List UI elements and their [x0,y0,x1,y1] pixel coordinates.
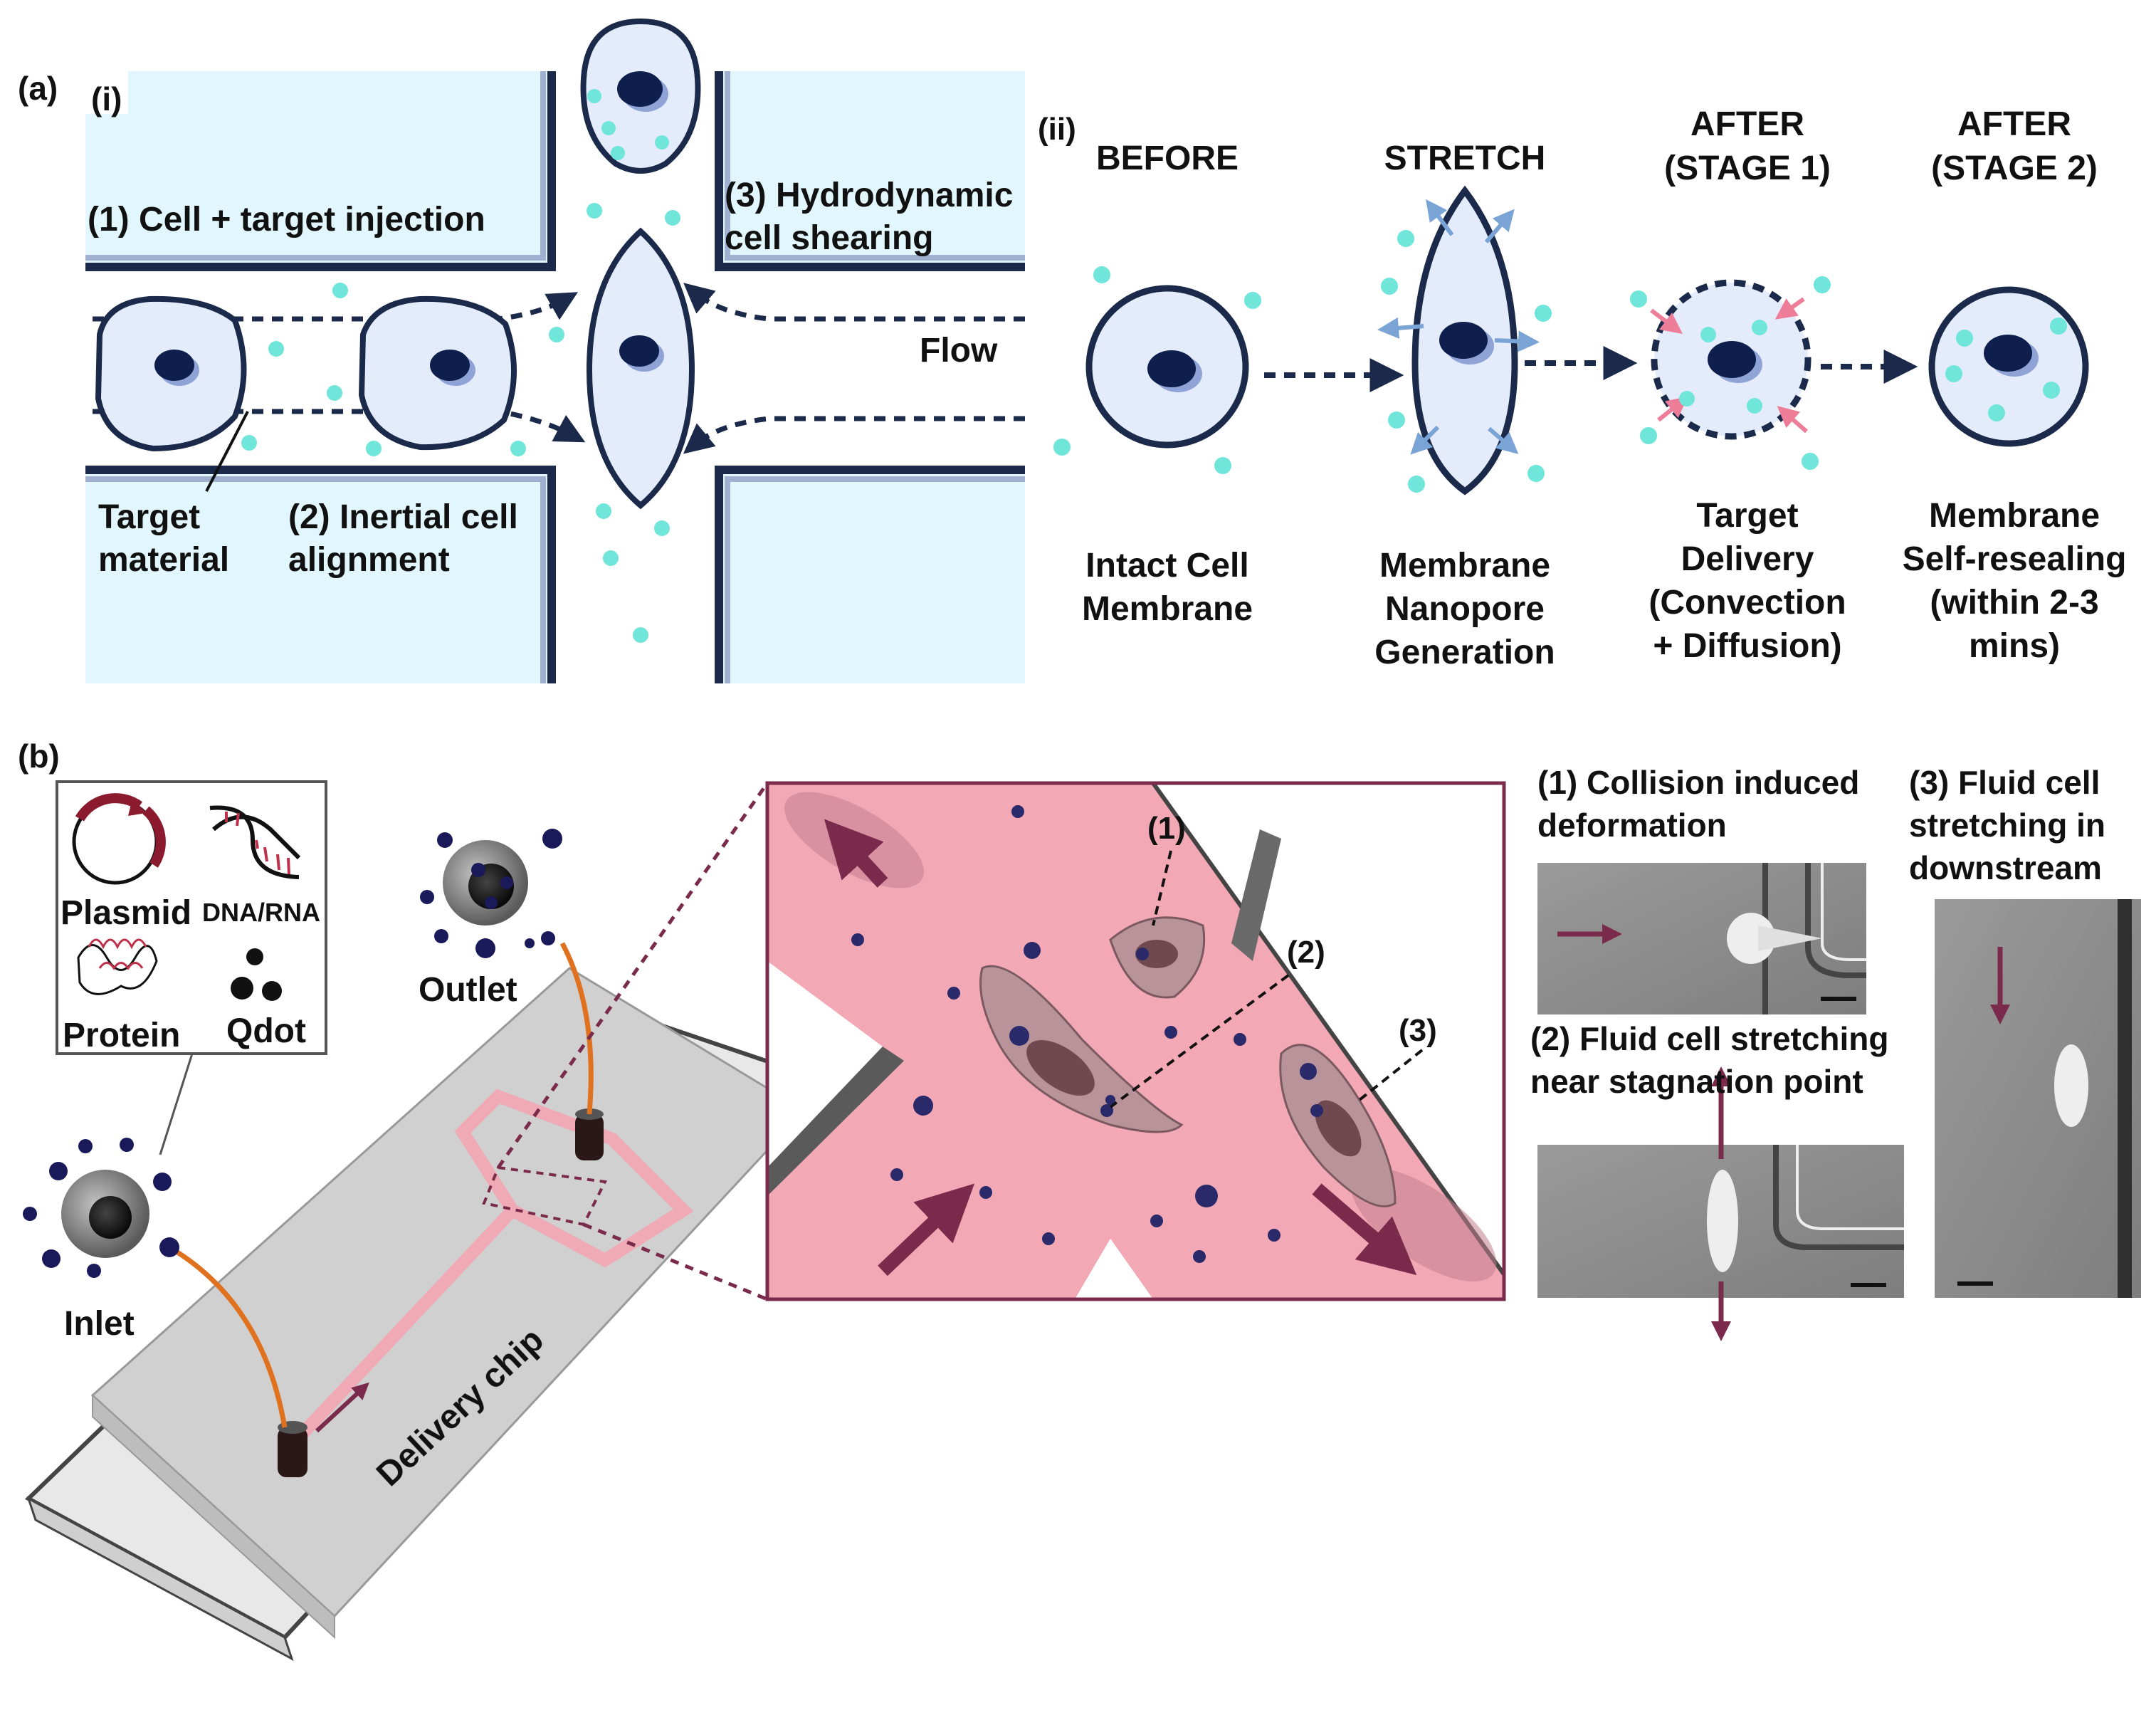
target-label-line1: Target [98,498,200,536]
stage-stretch-cell [1377,185,1552,495]
panel-a-label: (a) [18,70,58,107]
stage-3-caption-line-3: (Convection [1648,584,1846,622]
stage-3-caption-line-2: Delivery [1681,540,1814,578]
zoom-channel-view [765,781,1506,1301]
delivery-chip [24,942,812,1662]
target-label-line2: material [98,541,229,579]
channel-walls [85,71,1025,683]
stage-2-cell [1928,286,2089,447]
stage-1-caption-line-1: Intact Cell [1085,547,1248,584]
micrograph-1 [1537,863,1866,1014]
region-bottom-left [85,470,548,683]
stage-2-caption-line-1: Membrane [1379,547,1550,584]
step-3-label-line1: (3) Hydrodynamic [725,177,1013,214]
chip-channel [283,1089,694,1454]
stage-3-caption-line-1: Target [1696,497,1798,535]
region-bottom-right [719,470,1025,683]
stage-4-caption-line-3: (within 2-3 [1930,584,2098,622]
zoom-cell-1 [1109,916,1206,999]
zoom-label-2: (2) [1287,935,1325,970]
zoom-label-3: (3) [1399,1013,1437,1048]
zoom-label-1: (1) [1147,811,1186,846]
stage-1-title-line-2: BEFORE [1096,140,1239,177]
text-layer: (a) (i) (1) Cell + target injection (2) … [18,70,1076,579]
cell-3-sheared [586,227,695,510]
legend-qdot: Qdot [226,1012,306,1050]
stage-4-caption-line-1: Membrane [1929,497,2100,535]
micro-3-line3: downstream [1909,849,2102,886]
stage-before-cell [1053,266,1261,474]
stage-2-title-line-2: STRETCH [1384,140,1546,177]
stage-4-caption-line-4: mins) [1969,627,2060,665]
cell-1 [95,295,247,452]
cell-2 [358,295,517,451]
zoom-cell-2 [979,965,1184,1133]
stage-3-title-line-2: (STAGE 1) [1664,150,1831,187]
zoom-connectors [496,782,769,1301]
inlet-tube [168,1244,288,1428]
inlet-cell-icon [23,1138,179,1278]
qdot-icon [231,948,282,1001]
micro-1-line2: deformation [1537,807,1727,844]
flow-label: Flow [920,332,998,369]
micro-2-line2: near stagnation point [1530,1063,1863,1100]
panel-a-ii-label: (ii) [1038,112,1076,147]
stage-1-caption-line-2: Membrane [1082,590,1253,628]
micro-1-line1: (1) Collision induced [1537,764,1859,801]
stage-3-caption-line-4: + Diffusion) [1653,627,1841,665]
outlet-tube [559,942,594,1115]
panel-a-i-label: (i) [91,80,122,117]
micrograph-2 [1537,1066,1904,1341]
plasmid-icon [72,793,166,885]
outlet-port [575,1108,604,1160]
region-top-right [719,71,1025,263]
stage-2-caption-line-3: Generation [1374,634,1555,671]
cell-4-exiting [580,18,701,174]
stage-4-caption-line-2: Self-resealing [1903,540,2127,578]
micro-3-line1: (3) Fluid cell [1909,764,2100,801]
micro-2-line1: (2) Fluid cell stretching [1530,1020,1889,1057]
dna-icon [209,805,301,879]
step-2-label-line1: (2) Inertial cell [288,498,518,536]
panel-a-channel-diagram [85,18,1025,683]
legend-connector [159,1053,194,1155]
legend-plasmid: Plasmid [61,894,191,932]
stage-1-cell [1630,276,1831,470]
stage-3-title-line-1: AFTER [1690,105,1804,143]
stage-4-title-line-2: (STAGE 2) [1931,150,2098,187]
micro-3-line2: stretching in [1909,807,2105,844]
panel-b-label: (b) [18,738,60,775]
target-particles [241,203,680,643]
inlet-label: Inlet [64,1305,135,1343]
micrograph-3 [1935,899,2141,1298]
stage-arrows [1264,346,1918,392]
inlet-port [278,1421,307,1477]
legend-protein: Protein [63,1017,180,1054]
protein-icon [77,938,158,995]
outlet-cell-icon [420,829,562,958]
zoom-cell-3 [1279,1044,1397,1207]
cargo-legend [56,780,327,1055]
inlet-region-top-left [85,71,548,263]
step-1-label: (1) Cell + target injection [88,201,485,238]
legend-dna-rna: DNA/RNA [202,898,320,927]
stage-4-title-line-1: AFTER [1957,105,2071,143]
panel-a-ii-stages [1053,185,2089,495]
step-2-label-line2: alignment [288,541,450,579]
outlet-label: Outlet [419,971,517,1009]
step-3-label-line2: cell shearing [725,219,933,257]
target-leader-line [205,411,249,492]
stage-2-caption-line-2: Nanopore [1385,590,1545,628]
